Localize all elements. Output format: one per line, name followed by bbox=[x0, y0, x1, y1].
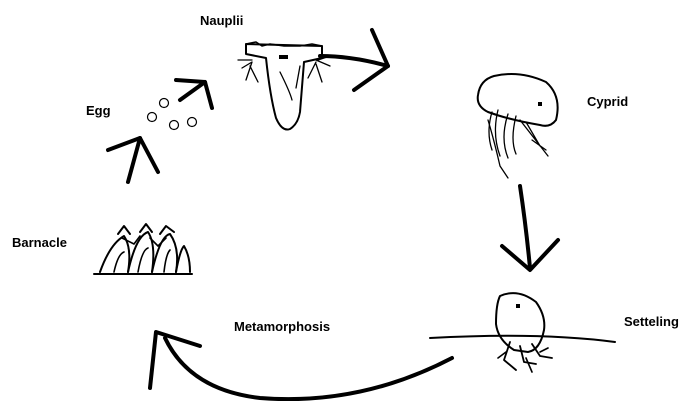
arrow-barnacle-to-egg bbox=[108, 138, 158, 182]
arrow-egg-to-nauplii bbox=[176, 80, 212, 108]
arrow-nauplii-to-cyprid bbox=[320, 30, 388, 90]
stage-label-cyprid: Cyprid bbox=[587, 95, 628, 108]
arrow-metamorphosis bbox=[150, 332, 452, 399]
stage-label-metamorphosis: Metamorphosis bbox=[234, 320, 330, 333]
nauplius-larva-icon bbox=[238, 42, 330, 130]
egg-cluster-icon bbox=[148, 99, 197, 130]
stage-label-nauplii: Nauplii bbox=[200, 14, 243, 27]
stage-label-egg: Egg bbox=[86, 104, 111, 117]
barnacle-cluster-icon bbox=[94, 224, 192, 274]
stage-label-setteling: Setteling bbox=[624, 315, 679, 328]
arrow-cyprid-to-setteling bbox=[502, 186, 558, 270]
cyprid-larva-icon bbox=[478, 74, 558, 178]
settling-cypris-icon bbox=[430, 293, 615, 372]
stage-label-barnacle: Barnacle bbox=[12, 236, 67, 249]
